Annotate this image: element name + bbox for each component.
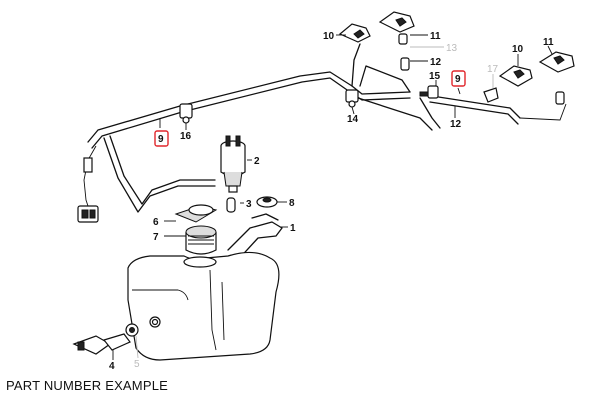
washer-tank	[127, 251, 280, 361]
callout-13: 13	[446, 43, 458, 54]
callout-12-top: 12	[430, 57, 442, 68]
washer-pump	[220, 135, 246, 193]
callout-3: 3	[246, 199, 252, 210]
callout-11-top: 11	[430, 31, 441, 42]
callout-9-left: 9	[158, 134, 164, 145]
callout-15: 15	[429, 71, 441, 82]
clip-14	[345, 89, 359, 108]
clip-16	[179, 103, 193, 124]
callout-2: 2	[254, 156, 260, 167]
grommet-3	[226, 197, 236, 213]
level-sensor	[72, 323, 139, 355]
callouts: 1 2 3 4 5 6 7 8 9 9 10 10 11 11 12 12 13…	[109, 31, 554, 372]
callout-16: 16	[180, 131, 192, 142]
callout-14: 14	[347, 114, 359, 125]
callout-12-bottom: 12	[450, 119, 462, 130]
cap-8	[256, 196, 278, 208]
callout-5: 5	[134, 359, 140, 370]
callout-11-right: 11	[543, 37, 554, 48]
part-highlight-9-left	[154, 130, 169, 147]
nozzles-top	[338, 11, 575, 105]
callout-9-right: 9	[455, 74, 461, 85]
callout-10-right: 10	[512, 44, 524, 55]
caption-label: PART NUMBER EXAMPLE	[6, 378, 169, 393]
callout-4: 4	[109, 361, 115, 372]
callout-17: 17	[487, 64, 499, 75]
callout-1: 1	[290, 223, 296, 234]
callout-7: 7	[153, 232, 159, 243]
part-highlight-9-right	[451, 70, 466, 87]
wire-connector	[77, 157, 99, 223]
strainer-filter	[174, 204, 218, 255]
check-valve-15	[419, 85, 439, 99]
hose-lines	[83, 43, 567, 213]
callout-6: 6	[153, 217, 159, 228]
callout-10-top: 10	[323, 31, 335, 42]
leader-lines	[112, 34, 553, 360]
callout-8: 8	[289, 198, 295, 209]
